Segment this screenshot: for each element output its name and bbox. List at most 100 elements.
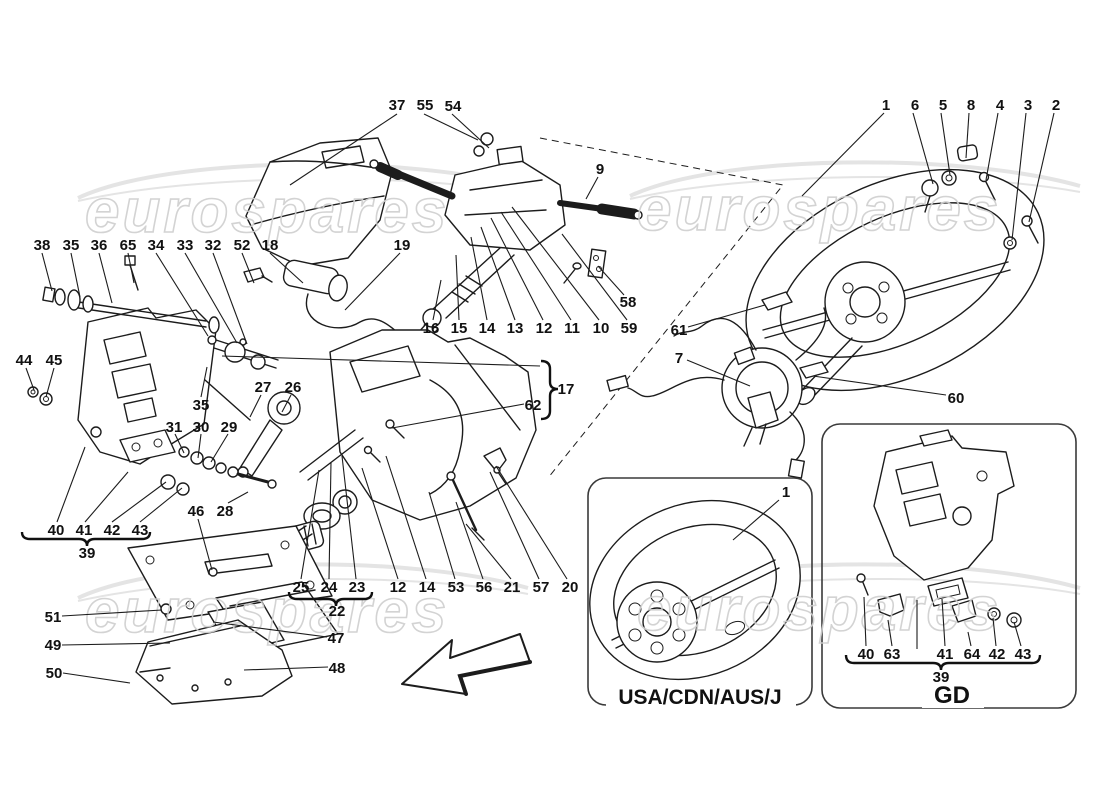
part-label-29: 29	[221, 419, 238, 436]
part-label-24: 24	[321, 579, 338, 596]
part-label-1: 1	[782, 484, 790, 501]
part-label-45: 45	[46, 352, 63, 369]
leader-line	[139, 487, 183, 523]
part-label-40: 40	[48, 522, 65, 539]
part-label-3: 3	[1024, 97, 1032, 114]
leader-line	[197, 518, 213, 571]
leader-line	[585, 176, 599, 200]
leader-line	[391, 403, 525, 429]
clock-spring-connector	[606, 291, 829, 479]
part-label-26: 26	[285, 379, 302, 396]
watermark-text: eurospares	[637, 575, 1001, 644]
leader-line	[561, 233, 628, 321]
part-label-9: 9	[596, 161, 604, 178]
part-label-10: 10	[593, 320, 610, 337]
leader-line	[328, 461, 332, 580]
leader-line	[70, 252, 81, 298]
leader-line	[56, 446, 86, 523]
part-label-60: 60	[948, 390, 965, 407]
leader-line	[41, 252, 53, 292]
leader-line	[241, 252, 255, 284]
part-label-56: 56	[476, 579, 493, 596]
part-label-52: 52	[234, 237, 251, 254]
part-label-13: 13	[507, 320, 524, 337]
leader-line	[45, 367, 55, 398]
leader-line	[300, 469, 320, 580]
leader-line	[965, 112, 970, 159]
leader-line	[470, 236, 488, 321]
part-label-43: 43	[132, 522, 149, 539]
leader-line	[1028, 112, 1055, 223]
leader-line	[212, 621, 328, 638]
leader-line	[732, 499, 780, 541]
leader-line	[423, 113, 479, 141]
ignition-switch	[243, 259, 407, 341]
mounting-bracket	[27, 286, 247, 496]
leader-line	[197, 433, 202, 459]
watermark-text: eurospares	[85, 177, 449, 246]
leader-line	[98, 252, 113, 304]
part-label-8: 8	[967, 97, 975, 114]
part-label-30: 30	[193, 419, 210, 436]
part-label-40: 40	[858, 646, 875, 663]
brace-17	[540, 359, 559, 421]
part-label-2: 2	[1052, 97, 1060, 114]
column-housing	[329, 329, 537, 541]
underbrace-39-left	[20, 531, 152, 547]
part-label-55: 55	[417, 97, 434, 114]
part-label-35: 35	[193, 397, 210, 414]
part-label-50: 50	[46, 665, 63, 682]
part-label-39: 39	[79, 545, 96, 562]
part-label-62: 62	[525, 397, 542, 414]
leader-line	[967, 631, 972, 647]
leader-line	[455, 501, 484, 580]
inset-box-usa	[587, 477, 813, 706]
part-label-47: 47	[328, 630, 345, 647]
leader-line	[155, 252, 209, 337]
part-label-43: 43	[1015, 646, 1032, 663]
part-label-32: 32	[205, 237, 222, 254]
usa-caption: USA/CDN/AUS/J	[618, 686, 781, 709]
leader-line	[243, 666, 329, 671]
leader-line	[62, 672, 131, 684]
leader-line	[281, 394, 292, 413]
leader-line	[428, 491, 456, 580]
part-label-35: 35	[63, 237, 80, 254]
part-label-48: 48	[329, 660, 346, 677]
group-braces	[20, 359, 1042, 671]
leader-line	[221, 355, 541, 367]
part-label-57: 57	[533, 579, 550, 596]
part-label-38: 38	[34, 237, 51, 254]
part-label-54: 54	[445, 98, 462, 115]
leader-line	[801, 112, 885, 197]
leader-line	[490, 217, 544, 321]
part-label-63: 63	[884, 646, 901, 663]
part-label-21: 21	[504, 579, 521, 596]
part-label-22: 22	[329, 603, 346, 620]
leader-line	[1011, 112, 1027, 241]
diagram-drawing	[27, 132, 1077, 709]
leader-line	[361, 467, 399, 580]
leader-lines	[25, 112, 1055, 684]
leader-line	[1013, 621, 1022, 647]
leader-line	[432, 279, 442, 321]
leader-line	[210, 433, 229, 463]
part-label-12: 12	[536, 320, 553, 337]
leader-line	[127, 252, 135, 284]
leader-line	[489, 471, 540, 580]
leader-line	[111, 481, 167, 523]
leader-line	[940, 112, 951, 176]
leader-line	[465, 523, 512, 580]
leader-line	[61, 609, 163, 617]
part-label-12: 12	[390, 579, 407, 596]
part-label-14: 14	[419, 579, 436, 596]
inset-box-gd	[821, 423, 1077, 709]
part-label-39: 39	[933, 669, 950, 686]
leader-line	[344, 252, 401, 311]
part-label-20: 20	[562, 579, 579, 596]
leader-line	[992, 617, 997, 647]
steering-wheel	[745, 144, 1045, 406]
part-label-46: 46	[188, 503, 205, 520]
part-label-65: 65	[120, 237, 137, 254]
leader-line	[511, 206, 600, 321]
